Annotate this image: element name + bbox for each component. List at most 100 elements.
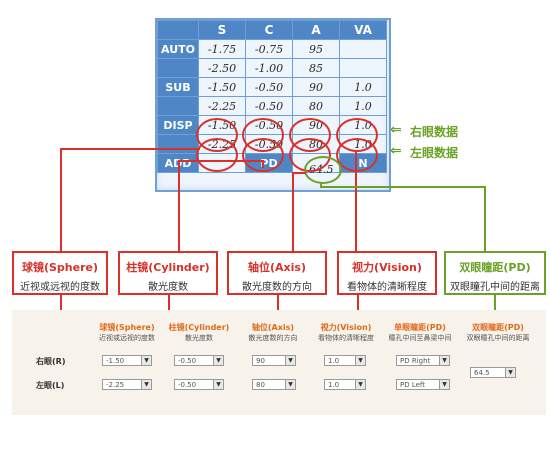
connector-sphere-down (60, 295, 62, 323)
form-desc-axis: 散光度数的方向 (248, 334, 298, 342)
axis-title: 轴位(Axis) (248, 261, 306, 274)
chevron-down-icon: ▼ (285, 356, 295, 365)
binocular-pd-select[interactable]: 64.5 ▼ (470, 367, 516, 378)
vision-label-box: 视力(Vision) 看物体的清晰程度 (337, 251, 437, 295)
vision-title: 视力(Vision) (352, 261, 422, 274)
header-c: C (245, 20, 293, 40)
cylinder-label-box: 柱镜(Cylinder) 散光度数 (118, 251, 218, 295)
table-cell (339, 58, 387, 78)
table-cell: 80 (292, 96, 340, 116)
connector-pd-vertical (484, 186, 486, 251)
right-sphere-select[interactable]: -1.50 ▼ (102, 355, 152, 366)
form-desc-bino-pd: 双眼瞳孔中间的距离 (466, 334, 530, 342)
chevron-down-icon: ▼ (285, 380, 295, 389)
left-vision-select[interactable]: 1.0▼ (324, 379, 366, 390)
table-row: -2.50 -1.00 85 (157, 58, 387, 78)
chevron-down-icon: ▼ (213, 356, 223, 365)
form-header-sphere: 球镜(Sphere) (99, 323, 155, 332)
select-value: 64.5 (474, 369, 490, 377)
table-row: AUTO -1.75 -0.75 95 (157, 39, 387, 59)
sphere-label-box: 球镜(Sphere) 近视或远视的度数 (12, 251, 108, 295)
table-cell: 95 (292, 39, 340, 59)
left-cylinder-select[interactable]: -0.50 ▼ (174, 379, 224, 390)
header-s: S (198, 20, 246, 40)
chevron-down-icon: ▼ (439, 356, 449, 365)
header-empty (157, 20, 199, 40)
row-label (157, 58, 199, 78)
select-value: 90 (256, 357, 265, 365)
table-row: -2.25 -0.50 80 1.0 (157, 96, 387, 116)
connector-axis-vertical (292, 172, 294, 251)
highlight-circle-pd (304, 156, 342, 184)
table-cell: -2.50 (198, 58, 246, 78)
table-row: SUB -1.50 -0.50 90 1.0 (157, 77, 387, 97)
axis-label-box: 轴位(Axis) 散光度数的方向 (227, 251, 327, 295)
form-desc-sphere: 近视或远视的度数 (99, 334, 155, 342)
form-desc-cylinder: 散光度数 (185, 334, 213, 342)
select-value: -1.50 (106, 357, 125, 365)
connector-sphere-horizontal (60, 148, 200, 150)
connector-axis-down (277, 295, 279, 321)
header-va: VA (339, 20, 387, 40)
right-vision-select[interactable]: 1.0 ▼ (324, 355, 366, 366)
form-desc-vision: 看物体的清晰程度 (318, 334, 374, 342)
form-header-vision: 视力(Vision) (320, 323, 372, 332)
sphere-title: 球镜(Sphere) (21, 261, 99, 274)
right-axis-select[interactable]: 90 ▼ (252, 355, 296, 366)
arrow-left-icon: ⇐ (390, 122, 402, 138)
connector-sphere-vertical (60, 148, 62, 251)
chevron-down-icon: ▼ (355, 356, 365, 365)
chevron-down-icon: ▼ (439, 380, 449, 389)
row-label (157, 96, 199, 116)
right-cylinder-select[interactable]: -0.50 ▼ (174, 355, 224, 366)
chevron-down-icon: ▼ (141, 356, 151, 365)
select-value: 80 (256, 381, 265, 389)
right-eye-data-label: 右眼数据 (410, 125, 459, 139)
table-cell: -0.75 (245, 39, 293, 59)
left-pd-select[interactable]: PD Left ▼ (396, 379, 450, 390)
left-eye-row-label: 左眼(L) (36, 381, 65, 390)
pd-label-box: 双眼瞳距(PD) 双眼瞳孔中间的距离 (444, 251, 546, 295)
select-value: -0.50 (178, 357, 197, 365)
cylinder-title: 柱镜(Cylinder) (126, 261, 210, 274)
table-cell: -0.50 (245, 77, 293, 97)
left-axis-select[interactable]: 80 ▼ (252, 379, 296, 390)
row-label-auto: AUTO (157, 39, 199, 59)
connector-vision-down (357, 295, 359, 321)
chevron-down-icon: ▼ (213, 380, 223, 389)
cylinder-desc: 散光度数 (148, 282, 188, 293)
connector-cylinder-horizontal (178, 160, 262, 162)
table-cell: -2.25 (198, 96, 246, 116)
axis-desc: 散光度数的方向 (242, 282, 312, 293)
connector-axis-horizontal (292, 172, 306, 174)
highlight-circle-left-sphere (196, 138, 238, 172)
select-value: 1.0 (328, 357, 340, 365)
left-sphere-select[interactable]: -2.25 ▼ (102, 379, 152, 390)
form-header-cylinder: 柱镜(Cylinder) (168, 323, 230, 332)
table-cell: 1.0 (339, 77, 387, 97)
table-cell (339, 39, 387, 59)
connector-cylinder-down (168, 295, 170, 321)
right-pd-select[interactable]: PD Right ▼ (396, 355, 450, 366)
table-cell: -1.75 (198, 39, 246, 59)
form-desc-mono-pd: 瞳孔中间至鼻梁中间 (388, 334, 452, 342)
select-value: -0.50 (178, 381, 197, 389)
vision-desc: 看物体的清晰程度 (347, 282, 427, 293)
select-value: PD Right (400, 357, 431, 365)
highlight-circle-left-cylinder (242, 138, 284, 172)
form-header-axis: 轴位(Axis) (251, 323, 295, 332)
select-value: -2.25 (106, 381, 125, 389)
select-value: PD Left (400, 381, 426, 389)
header-a: A (292, 20, 340, 40)
connector-pd-horizontal (320, 186, 486, 188)
row-label (157, 134, 199, 154)
table-header-row: S C A VA (157, 20, 387, 40)
table-cell: -1.00 (245, 58, 293, 78)
form-header-bino-pd: 双眼瞳距(PD) (472, 323, 524, 332)
table-cell: -0.50 (245, 96, 293, 116)
left-eye-data-label: 左眼数据 (410, 146, 459, 160)
row-label-disp: DISP (157, 115, 199, 135)
chevron-down-icon: ▼ (505, 368, 515, 377)
connector-cylinder-stub (262, 160, 264, 168)
chevron-down-icon: ▼ (141, 380, 151, 389)
